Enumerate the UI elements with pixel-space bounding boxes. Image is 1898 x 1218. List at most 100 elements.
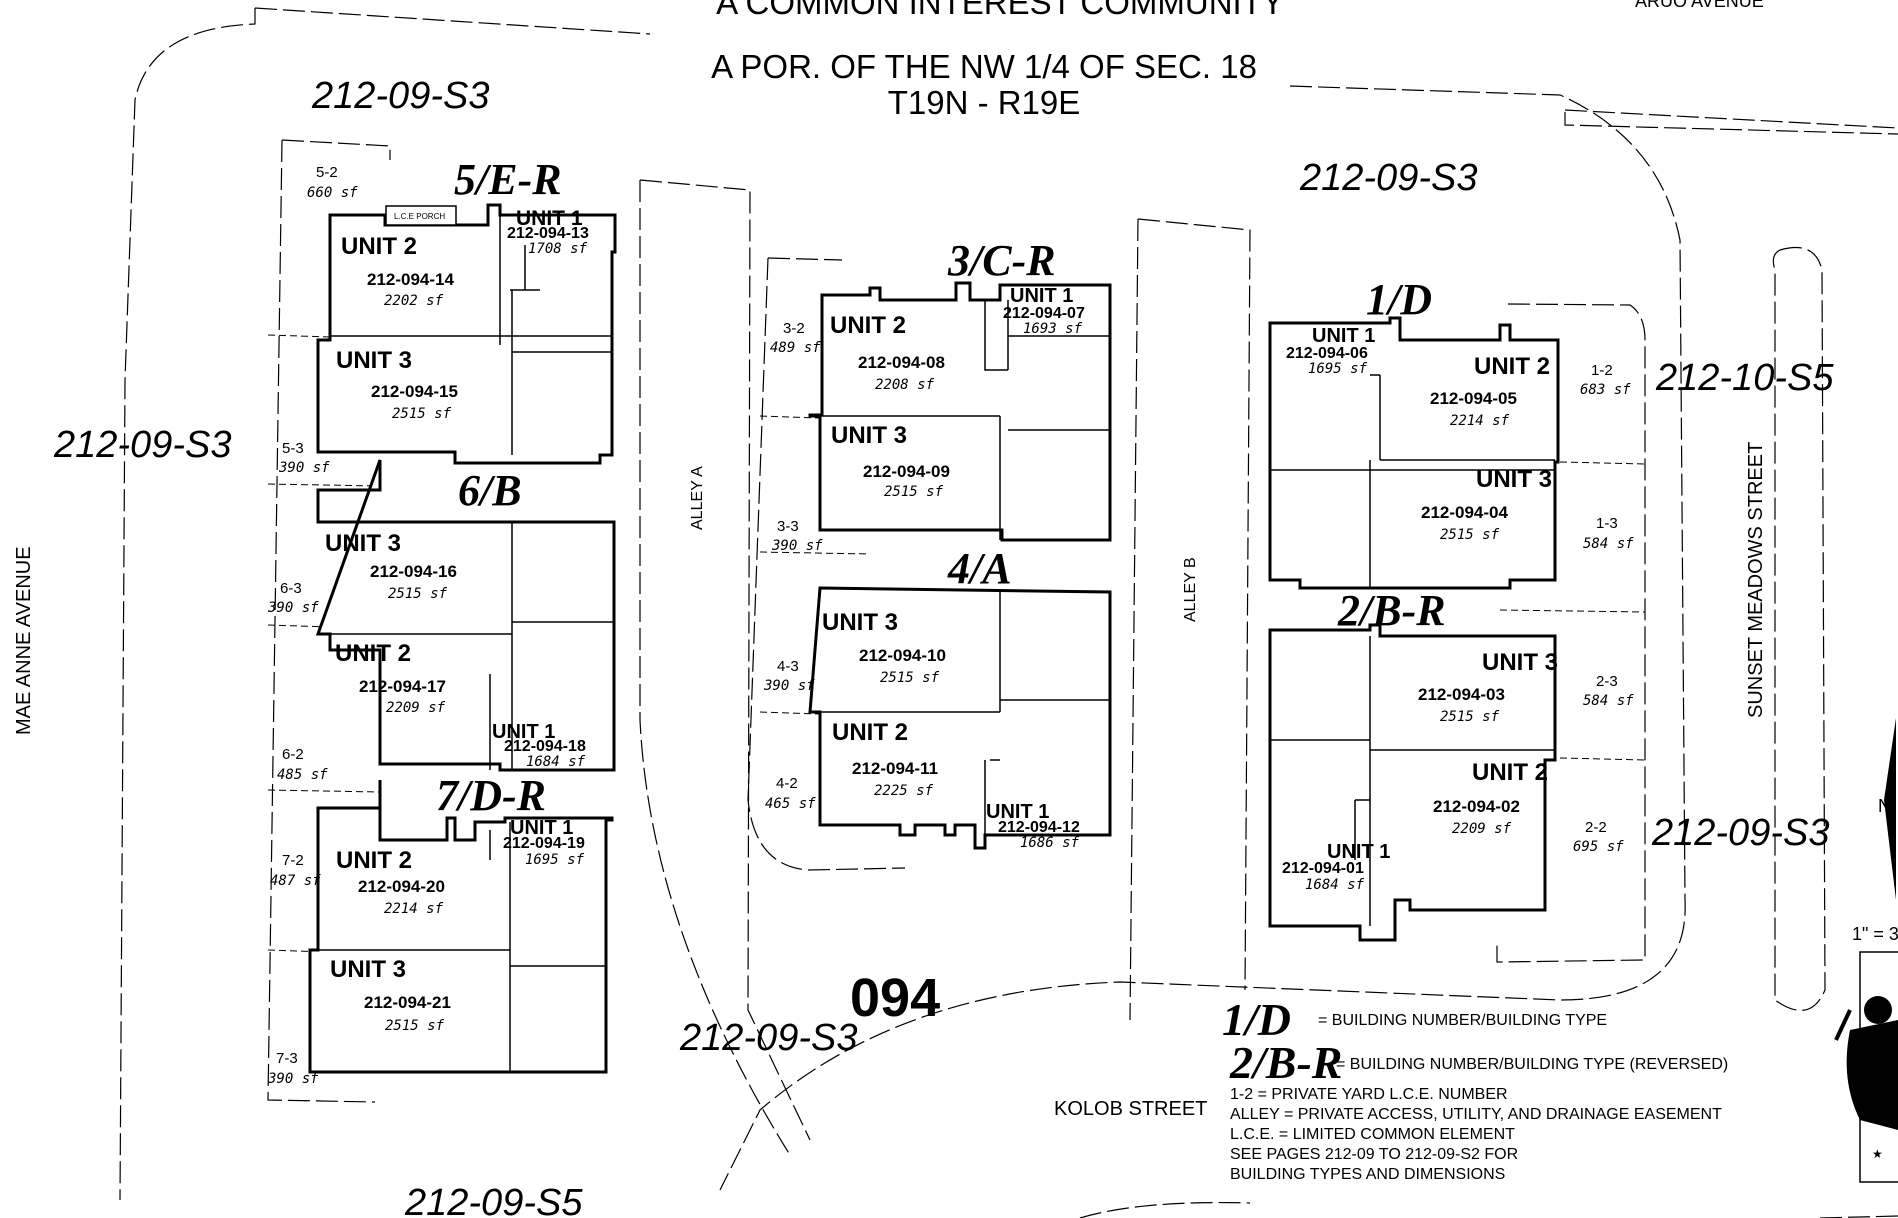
lce-number: 2-2 [1585, 819, 1607, 836]
unit-212-094-20: UNIT 2 212-094-20 2214 sf [336, 847, 445, 917]
lce-area: 390 sf [267, 1071, 319, 1087]
lce-number: 1-2 [1591, 362, 1613, 379]
street-sunset-meadows: SUNSET MEADOWS STREET [1745, 442, 1767, 718]
unit-number: UNIT 2 [830, 312, 906, 339]
building-label: 3/C-R [947, 236, 1056, 285]
lce-area: 487 sf [270, 873, 321, 889]
unit-212-094-18: UNIT 1 212-094-18 1684 sf [492, 721, 586, 770]
lce-number: 6-2 [282, 746, 304, 763]
unit-area: 1684 sf [1305, 877, 1365, 893]
lce-area: 584 sf [1583, 693, 1634, 709]
header-line1: A COMMON INTEREST COMMUNITY [716, 0, 1284, 21]
unit-number: UNIT 1 [1312, 325, 1375, 347]
parcel-label: 212-09-S5 [404, 1182, 583, 1218]
legend-desc-2: = BUILDING NUMBER/BUILDING TYPE (REVERSE… [1336, 1056, 1728, 1073]
lce-labels: 5-2 660 sf 5-3 390 sf 6-3 390 sf 6-2 485… [267, 164, 1634, 1087]
unit-number: UNIT 2 [832, 719, 908, 746]
lce-area: 485 sf [277, 767, 328, 783]
legend-line: SEE PAGES 212-09 TO 212-09-S2 FOR [1230, 1146, 1518, 1163]
unit-212-094-02: UNIT 2 212-094-02 2209 sf [1433, 759, 1548, 837]
lce-yard-lines [267, 334, 1646, 953]
unit-212-094-08: UNIT 2 212-094-08 2208 sf [830, 312, 945, 393]
unit-apn: 212-094-17 [359, 677, 446, 696]
porch-label: L.C.E PORCH [394, 212, 445, 221]
unit-apn: 212-094-02 [1433, 797, 1520, 816]
building-5-outline [316, 203, 617, 465]
lce-area: 390 sf [267, 600, 319, 616]
unit-212-094-19: UNIT 1 212-094-19 1695 sf [503, 817, 585, 868]
north-arrow-icon: N [1878, 718, 1896, 900]
unit-area: 2208 sf [875, 377, 935, 393]
unit-area: 2515 sf [1440, 709, 1500, 725]
unit-apn: 212-094-14 [367, 270, 455, 289]
unit-212-094-06: UNIT 1 212-094-06 1695 sf [1286, 325, 1375, 377]
unit-number: UNIT 1 [986, 801, 1049, 823]
parcel-label: 212-09-S3 [1651, 812, 1829, 854]
unit-area: 1708 sf [528, 241, 588, 257]
unit-apn: 212-094-05 [1430, 389, 1517, 408]
legend-symbol-1: 1/D [1222, 994, 1291, 1045]
unit-apn: 212-094-15 [371, 382, 458, 401]
unit-number: UNIT 2 [1472, 759, 1548, 786]
lce-area: 695 sf [1573, 839, 1624, 855]
parcel-label: 212-09-S3 [53, 424, 231, 466]
unit-apn: 212-094-03 [1418, 685, 1505, 704]
unit-apn: 212-094-20 [358, 877, 445, 896]
unit-area: 2515 sf [884, 484, 944, 500]
lce-number: 5-3 [282, 440, 304, 457]
svg-text:★: ★ [1872, 1147, 1883, 1161]
emblem-icon: ★ [1834, 951, 1898, 1183]
unit-number: UNIT 3 [1476, 466, 1552, 493]
title-block: A COMMON INTEREST COMMUNITY A POR. OF TH… [711, 0, 1764, 121]
parcel-label: 212-09-S3 [679, 1017, 857, 1059]
unit-212-094-03: UNIT 3 212-094-03 2515 sf [1418, 649, 1558, 725]
building-label: 7/D-R [436, 771, 546, 820]
unit-area: 1684 sf [526, 754, 586, 770]
unit-number: UNIT 3 [325, 530, 401, 557]
unit-212-094-16: UNIT 3 212-094-16 2515 sf [325, 530, 457, 602]
lce-number: 1-3 [1596, 515, 1618, 532]
lce-area: 465 sf [765, 796, 816, 812]
unit-212-094-15: UNIT 3 212-094-15 2515 sf [336, 347, 458, 422]
lce-number: 4-2 [776, 775, 798, 792]
unit-area: 2209 sf [386, 700, 446, 716]
unit-number: UNIT 1 [1327, 841, 1390, 863]
unit-apn: 212-094-04 [1421, 503, 1509, 522]
block-number: 094 [850, 968, 940, 1028]
unit-apn: 212-094-07 [1003, 305, 1085, 322]
lce-porch [385, 205, 457, 226]
road-boundaries [119, 7, 1898, 1218]
unit-apn: 212-094-11 [852, 759, 938, 778]
building-label: 6/B [458, 466, 522, 515]
legend: 1/D = BUILDING NUMBER/BUILDING TYPE 2/B-… [1222, 994, 1728, 1183]
alley-a-label: ALLEY A [689, 466, 706, 530]
unit-area: 1686 sf [1020, 835, 1080, 851]
building-2-outline [1268, 623, 1557, 942]
lce-number: 4-3 [777, 658, 799, 675]
unit-area: 2214 sf [384, 901, 444, 917]
unit-number: UNIT 3 [822, 609, 898, 636]
building-label: 5/E-R [454, 155, 562, 204]
lce-number: 6-3 [280, 580, 302, 597]
parcel-labels: 212-09-S3 212-09-S3 212-09-S3 212-10-S5 … [53, 75, 1834, 1218]
unit-number: UNIT 3 [330, 956, 406, 983]
unit-area: 2515 sf [880, 670, 940, 686]
scale-label: 1" = 3 [1852, 924, 1898, 944]
unit-number: UNIT 2 [1474, 353, 1550, 380]
unit-apn: 212-094-12 [998, 819, 1080, 836]
unit-area: 2209 sf [1452, 821, 1512, 837]
legend-line: L.C.E. = LIMITED COMMON ELEMENT [1230, 1126, 1515, 1143]
unit-apn: 212-094-13 [507, 225, 589, 242]
unit-212-094-17: UNIT 2 212-094-17 2209 sf [335, 640, 446, 716]
lce-area: 489 sf [770, 340, 821, 356]
lce-area: 390 sf [771, 538, 823, 554]
building-1-outline [1268, 316, 1560, 590]
header-line2: A POR. OF THE NW 1/4 OF SEC. 18 [711, 48, 1257, 85]
unit-212-094-21: UNIT 3 212-094-21 2515 sf [330, 956, 451, 1034]
parcel-label: 212-09-S3 [311, 75, 489, 117]
unit-apn: 212-094-18 [504, 738, 586, 755]
unit-area: 1693 sf [1023, 321, 1083, 337]
building-6-outline [315, 459, 616, 772]
building-7-outline [308, 780, 614, 1074]
lce-area: 584 sf [1583, 536, 1634, 552]
